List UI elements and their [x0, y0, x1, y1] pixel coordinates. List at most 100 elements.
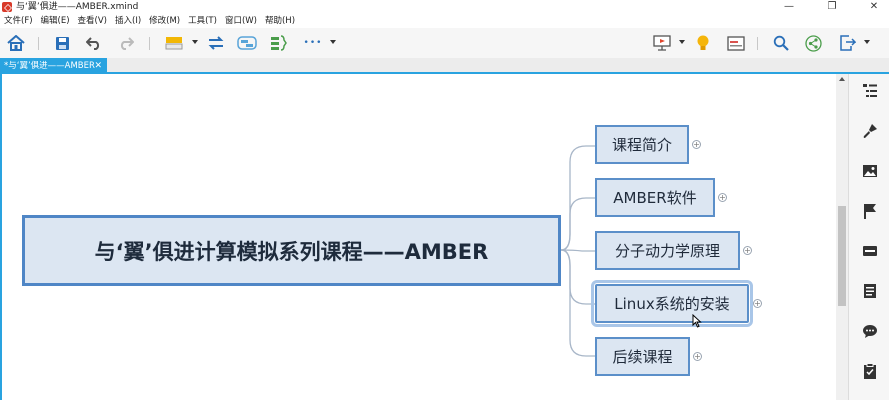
- share-button[interactable]: [803, 33, 823, 53]
- vertical-scrollbar[interactable]: [836, 74, 848, 400]
- undo-button[interactable]: [84, 33, 104, 53]
- subtopic-course-intro[interactable]: 课程简介: [595, 125, 689, 164]
- comment-icon: [863, 324, 877, 338]
- notes-icon: [864, 284, 876, 298]
- save-button[interactable]: [52, 33, 72, 53]
- summary-icon: [271, 35, 287, 51]
- central-topic-label: 与‘翼’俱进计算模拟系列课程——AMBER: [94, 239, 489, 264]
- minimize-button[interactable]: —: [784, 1, 794, 12]
- format-brush-icon: [863, 124, 877, 138]
- central-topic[interactable]: 与‘翼’俱进计算模拟系列课程——AMBER: [22, 215, 561, 286]
- more-dropdown-icon[interactable]: [330, 40, 336, 44]
- home-button[interactable]: [6, 33, 26, 53]
- export-dropdown-icon[interactable]: [864, 40, 870, 44]
- presentation-dropdown-icon[interactable]: [679, 40, 685, 44]
- subtopic-label: AMBER软件: [613, 189, 697, 207]
- export-icon: [839, 35, 856, 51]
- image-icon: [863, 165, 877, 177]
- relationship-button[interactable]: [205, 33, 227, 53]
- mindmap-canvas[interactable]: 与‘翼’俱进计算模拟系列课程——AMBER 课程简介 + AMBER软件 + 分…: [0, 74, 836, 400]
- search-button[interactable]: [771, 33, 791, 53]
- expand-topic-icon[interactable]: +: [692, 140, 701, 149]
- window-title: 与‘翼’俱进——AMBER.xmind: [16, 2, 139, 12]
- save-icon: [55, 36, 69, 50]
- subtopic-amber-software[interactable]: AMBER软件: [595, 178, 715, 217]
- outline-icon: [727, 35, 745, 51]
- redo-icon: [120, 37, 134, 50]
- subtopic-follow-up-courses[interactable]: 后续课程: [595, 337, 690, 376]
- mouse-cursor-icon: [692, 314, 702, 328]
- idea-icon: [697, 35, 709, 50]
- boundary-button[interactable]: [236, 33, 258, 53]
- search-icon: [773, 35, 789, 51]
- menu-help[interactable]: 帮助(H): [264, 16, 296, 26]
- document-tab[interactable]: *与‘翼’俱进——AMBER ✕: [0, 58, 107, 74]
- close-tab-icon[interactable]: ✕: [94, 61, 102, 71]
- menu-view[interactable]: 查看(V): [77, 16, 107, 26]
- document-tab-label: *与‘翼’俱进——AMBER: [4, 61, 95, 71]
- image-button[interactable]: [860, 161, 880, 181]
- connector-line: [560, 249, 595, 305]
- menu-file[interactable]: 文件(F): [4, 16, 33, 26]
- comment-button[interactable]: [860, 321, 880, 341]
- toolbar: •••: [0, 28, 889, 58]
- share-icon: [804, 34, 822, 52]
- marker-flag-icon: [864, 204, 876, 219]
- scroll-up-icon[interactable]: [839, 77, 845, 81]
- toolbar-separator: [38, 37, 39, 50]
- format-button[interactable]: [860, 121, 880, 141]
- subtopic-label: 课程简介: [611, 136, 672, 154]
- scrollbar-thumb[interactable]: [838, 206, 846, 306]
- subtopic-label: 分子动力学原理: [614, 242, 720, 260]
- subtopic-md-principles[interactable]: 分子动力学原理: [595, 231, 740, 270]
- relationship-icon: [208, 36, 224, 50]
- presentation-icon: [653, 35, 671, 51]
- menu-tools[interactable]: 工具(T): [188, 16, 217, 26]
- branch-connectors: [560, 145, 595, 357]
- summary-button[interactable]: [268, 33, 290, 53]
- menu-modify[interactable]: 修改(M): [149, 16, 181, 26]
- expand-topic-icon[interactable]: +: [693, 352, 702, 361]
- connector-line: [560, 249, 595, 357]
- label-icon: [863, 246, 877, 256]
- presentation-button[interactable]: [651, 33, 673, 53]
- menu-insert[interactable]: 插入(I): [115, 16, 142, 26]
- marker-button[interactable]: [860, 201, 880, 221]
- outline-button[interactable]: [725, 33, 747, 53]
- home-icon: [7, 35, 25, 51]
- right-panel: [848, 74, 889, 400]
- document-tab-strip: *与‘翼’俱进——AMBER ✕: [0, 58, 889, 74]
- xmind-logo-icon: [2, 2, 12, 12]
- topic-style-button[interactable]: [163, 33, 185, 53]
- restore-button[interactable]: ❐: [827, 1, 837, 12]
- subtopic-label: Linux系统的安装: [614, 295, 730, 313]
- boundary-icon: [237, 36, 257, 50]
- topic-style-dropdown-icon[interactable]: [192, 40, 198, 44]
- title-bar: 与‘翼’俱进——AMBER.xmind — ❐ ✕: [0, 0, 889, 14]
- subtopic-linux-install[interactable]: Linux系统的安装: [591, 280, 753, 327]
- menu-window[interactable]: 窗口(W): [224, 16, 257, 26]
- more-button[interactable]: •••: [303, 38, 323, 48]
- toolbar-separator: [757, 37, 758, 50]
- export-button[interactable]: [837, 33, 857, 53]
- menu-edit[interactable]: 编辑(E): [40, 16, 70, 26]
- idea-button[interactable]: [693, 33, 713, 53]
- connector-line: [560, 197, 595, 251]
- redo-button[interactable]: [116, 33, 136, 53]
- expand-topic-icon[interactable]: +: [743, 246, 752, 255]
- undo-icon: [86, 37, 100, 50]
- menu-bar: 文件(F) 编辑(E) 查看(V) 插入(I) 修改(M) 工具(T) 窗口(W…: [0, 14, 889, 28]
- task-icon: [864, 363, 876, 379]
- close-window-button[interactable]: ✕: [869, 1, 879, 12]
- subtopic-label: 后续课程: [612, 348, 673, 366]
- topic-style-icon: [165, 37, 183, 50]
- task-button[interactable]: [860, 361, 880, 381]
- expand-topic-icon[interactable]: +: [753, 299, 762, 308]
- label-button[interactable]: [860, 241, 880, 261]
- toolbar-separator: [149, 37, 150, 50]
- expand-topic-icon[interactable]: +: [718, 193, 727, 202]
- outline-view-button[interactable]: [860, 81, 880, 101]
- connector-line: [560, 249, 595, 252]
- notes-button[interactable]: [860, 281, 880, 301]
